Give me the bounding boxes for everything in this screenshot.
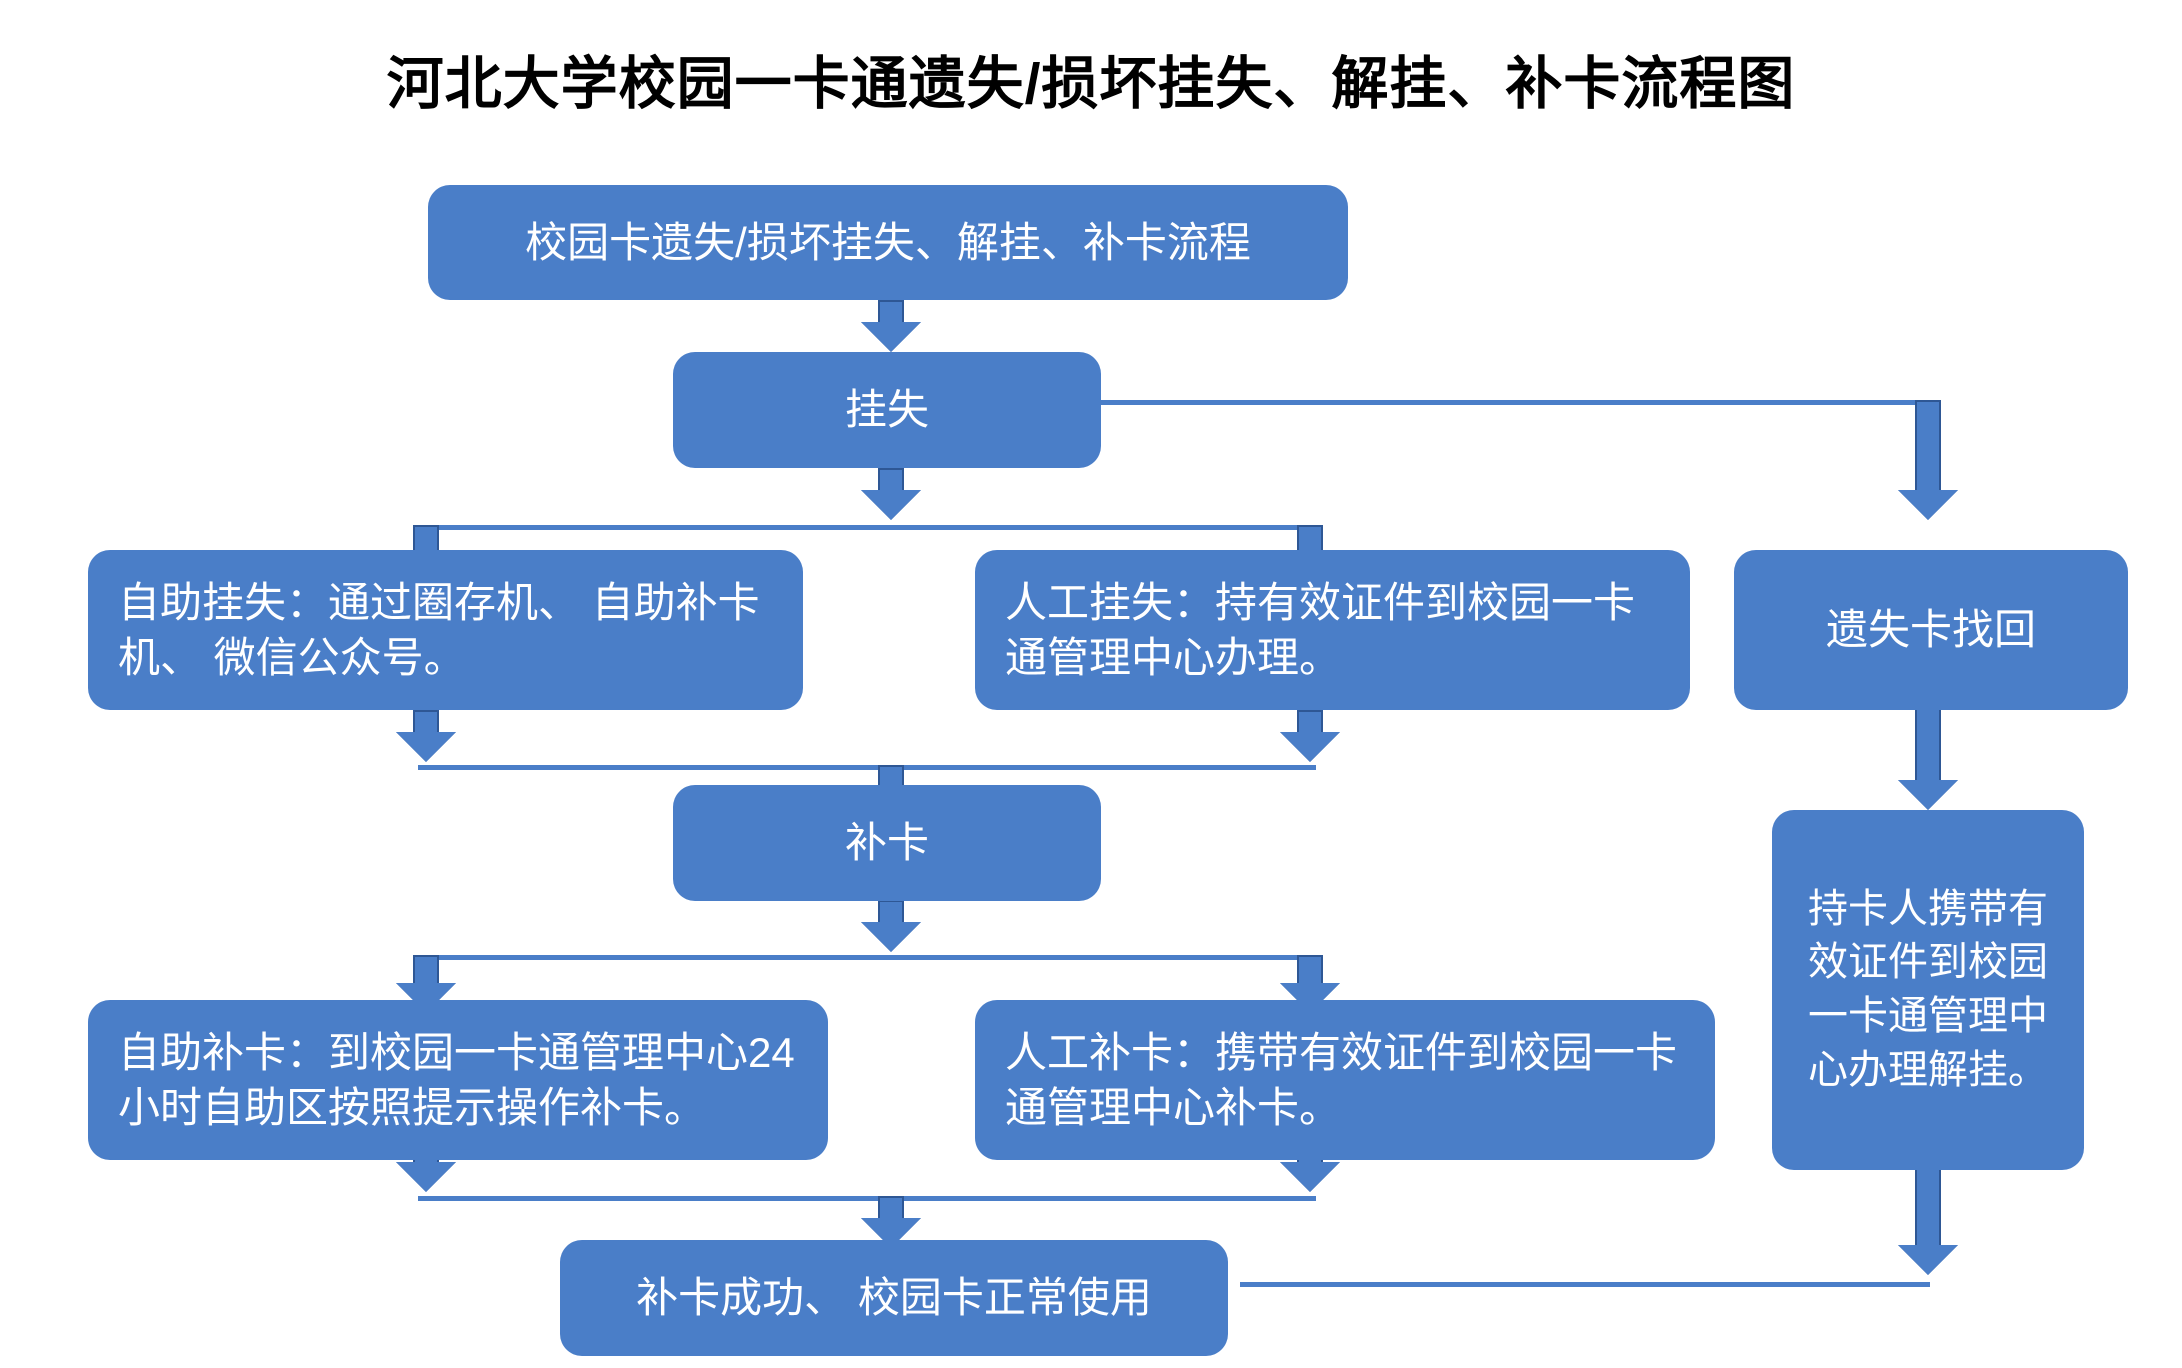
arrow-guashi-down <box>855 468 927 520</box>
node-chenggong-label: 补卡成功、 校园卡正常使用 <box>636 1274 1152 1322</box>
arrow-stem <box>1915 700 1941 782</box>
node-zizhu-guashi[interactable]: 自助挂失：通过圈存机、 自助补卡机、 微信公众号。 <box>88 550 803 710</box>
arrow-stem <box>878 300 904 324</box>
arrow-stem <box>878 900 904 924</box>
merge-bar-to-buka <box>418 765 1316 770</box>
arrow-head <box>861 922 921 952</box>
node-zizhu-buka-label: 自助补卡：到校园一卡通管理中心24小时自助区按照提示操作补卡。 <box>118 1028 795 1131</box>
split-bar-guashi <box>418 525 1316 530</box>
split-bar-buka <box>418 955 1316 960</box>
connector-guashi-to-right <box>1090 400 1928 405</box>
arrow-head <box>1898 780 1958 810</box>
node-buka[interactable]: 补卡 <box>673 785 1101 901</box>
arrow-stem <box>878 468 904 492</box>
arrow-head <box>1898 490 1958 520</box>
arrow-stem <box>1297 710 1323 734</box>
node-rengong-buka-label: 人工补卡：携带有效证件到校园一卡通管理中心补卡。 <box>1005 1028 1678 1131</box>
arrow-start-to-guashi <box>855 300 927 352</box>
node-start[interactable]: 校园卡遗失/损坏挂失、解挂、补卡流程 <box>428 185 1348 300</box>
node-guashi-label: 挂失 <box>844 386 929 434</box>
arrow-zizhu-guashi-down <box>390 710 462 762</box>
node-yishi-zhaohui[interactable]: 遗失卡找回 <box>1734 550 2128 710</box>
connector-jiegua-to-chenggong <box>1240 1282 1930 1287</box>
arrow-head <box>1898 1245 1958 1275</box>
node-yishi-zhaohui-label: 遗失卡找回 <box>1825 606 2036 654</box>
arrow-to-yishi-zhaohui <box>1892 400 1964 520</box>
arrow-stem <box>878 1196 904 1220</box>
arrow-head <box>1280 1162 1340 1192</box>
arrow-stem <box>1915 1165 1941 1247</box>
arrow-stem <box>413 710 439 734</box>
node-jiegua[interactable]: 持卡人携带有效证件到校园一卡通管理中心办理解挂。 <box>1772 810 2084 1170</box>
arrow-head <box>861 322 921 352</box>
page-title: 河北大学校园一卡通遗失/损坏挂失、解挂、补卡流程图 <box>386 52 1796 116</box>
arrow-head <box>396 1162 456 1192</box>
node-buka-label: 补卡 <box>844 819 929 867</box>
arrow-yishi-to-jiegua <box>1892 700 1964 810</box>
arrow-jiegua-down <box>1892 1165 1964 1275</box>
node-rengong-buka[interactable]: 人工补卡：携带有效证件到校园一卡通管理中心补卡。 <box>975 1000 1715 1160</box>
arrow-stem <box>413 955 439 985</box>
arrow-buka-down <box>855 900 927 952</box>
arrow-head <box>1280 732 1340 762</box>
node-chenggong[interactable]: 补卡成功、 校园卡正常使用 <box>560 1240 1228 1356</box>
arrow-stem <box>1297 955 1323 985</box>
node-start-label: 校园卡遗失/损坏挂失、解挂、补卡流程 <box>525 218 1251 266</box>
node-jiegua-label: 持卡人携带有效证件到校园一卡通管理中心办理解挂。 <box>1808 886 2048 1092</box>
arrow-head <box>861 490 921 520</box>
arrow-rengong-guashi-down <box>1274 710 1346 762</box>
node-rengong-guashi-label: 人工挂失：持有效证件到校园一卡通管理中心办理。 <box>1005 578 1636 681</box>
node-zizhu-buka[interactable]: 自助补卡：到校园一卡通管理中心24小时自助区按照提示操作补卡。 <box>88 1000 828 1160</box>
node-guashi[interactable]: 挂失 <box>673 352 1101 468</box>
merge-bar-to-chenggong <box>418 1196 1316 1201</box>
node-zizhu-guashi-label: 自助挂失：通过圈存机、 自助补卡机、 微信公众号。 <box>118 578 760 681</box>
node-rengong-guashi[interactable]: 人工挂失：持有效证件到校园一卡通管理中心办理。 <box>975 550 1690 710</box>
arrow-stem <box>1915 400 1941 492</box>
arrow-head <box>396 732 456 762</box>
